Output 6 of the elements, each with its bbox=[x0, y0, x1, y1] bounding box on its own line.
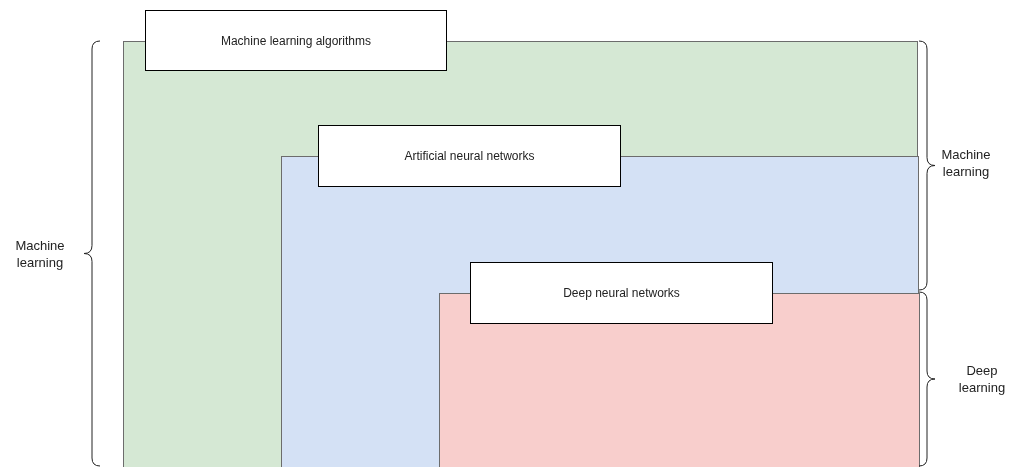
heading-box: Artificial neural networks bbox=[318, 125, 621, 187]
bracket-label: Deep learning bbox=[957, 362, 1007, 396]
bracket-label: Machine learning bbox=[14, 237, 66, 271]
heading-box: Machine learning algorithms bbox=[145, 10, 447, 71]
bracket-label: Machine learning bbox=[940, 146, 992, 180]
heading-box: Deep neural networks bbox=[470, 262, 773, 324]
